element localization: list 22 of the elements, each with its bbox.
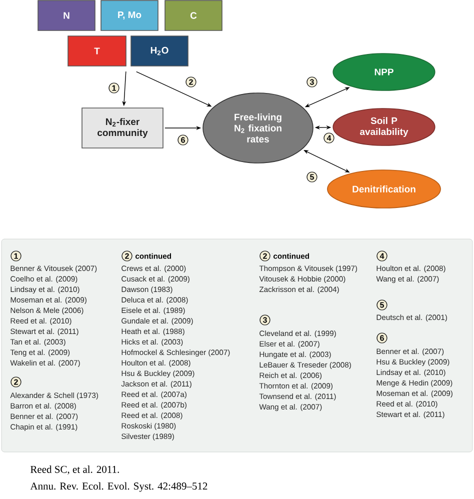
factor-box: N bbox=[38, 0, 96, 31]
callout-number: 2 bbox=[10, 376, 22, 388]
callout-number: 6 bbox=[376, 332, 388, 344]
callout-number: 1 bbox=[10, 250, 22, 262]
community-box: N$_{2}$-fixer community bbox=[82, 108, 164, 148]
callout-number: 5 bbox=[306, 172, 318, 182]
citation-text: Annu. Rev. Ecol. Evol. Syst. 42:489–512 bbox=[30, 482, 208, 492]
factor-box: C bbox=[164, 0, 222, 31]
factor-box: P, Mo bbox=[100, 0, 158, 31]
callout-number: 5 bbox=[376, 300, 388, 310]
callout-number: 1 bbox=[108, 82, 120, 94]
factor-box: T bbox=[68, 36, 126, 66]
citation-text: Reed SC, et al. 2011. bbox=[30, 466, 119, 474]
callout-number: 4 bbox=[324, 132, 334, 144]
callout-number: 2 bbox=[260, 250, 270, 262]
callout-number: 3 bbox=[306, 76, 318, 88]
callout-number: 2 bbox=[122, 250, 132, 262]
callout-number: 6 bbox=[178, 134, 188, 146]
callout-number: 2 bbox=[186, 76, 196, 88]
callout-number: 4 bbox=[376, 250, 388, 262]
factor-box: H$_{2}$O bbox=[130, 36, 188, 66]
callout-number: 3 bbox=[260, 314, 270, 326]
